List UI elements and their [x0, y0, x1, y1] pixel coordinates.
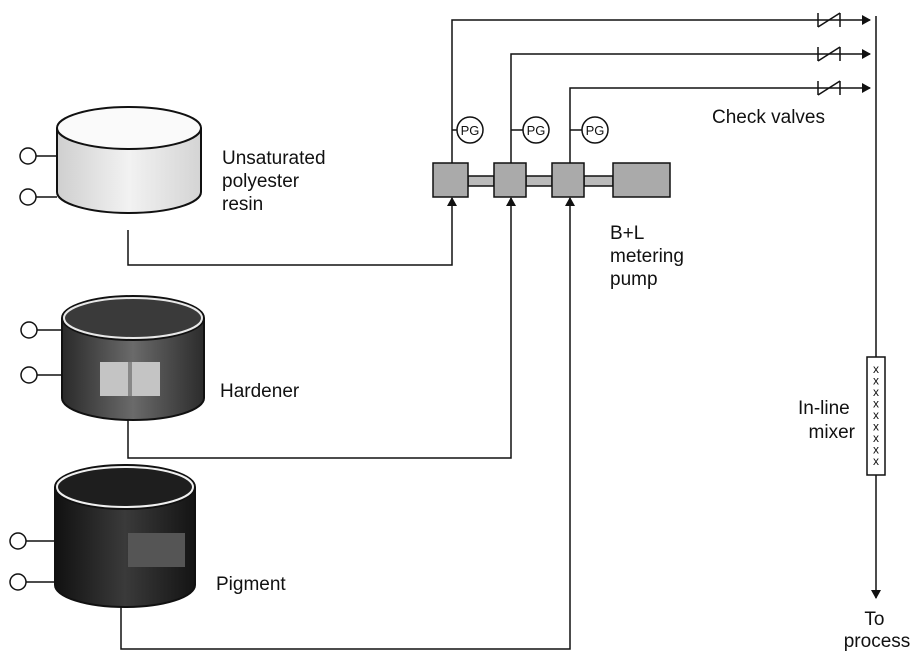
mixer-element-mark: x [873, 385, 879, 399]
pump-label: B+L metering pump [610, 223, 689, 290]
pump-head-2 [493, 162, 527, 198]
resin-tank [19, 106, 202, 214]
mixer-element-mark: x [873, 397, 879, 411]
hardener-label: Hardener [220, 381, 300, 402]
hardener-sensor-top-icon [20, 321, 38, 339]
pigment-sensor-bottom-icon [9, 573, 27, 591]
pigment-tank [9, 464, 196, 608]
mixer-element-mark: x [873, 443, 879, 457]
check-valve-1-icon [817, 12, 841, 28]
resin-sensor-bottom-icon [19, 188, 37, 206]
mixer-element-mark: x [873, 374, 879, 388]
svg-text:PG: PG [527, 123, 546, 138]
mixer-label: In-line mixer [798, 398, 856, 443]
hardener-sensor-bottom-icon [20, 366, 38, 384]
outlet-label: To process [844, 609, 911, 651]
check-valve-2-icon [817, 46, 841, 62]
resin-feed-line [127, 197, 457, 266]
hardener-tank [20, 295, 205, 421]
pigment-feed-line [120, 197, 575, 650]
resin-discharge-line [451, 15, 871, 163]
pump-head-3 [551, 162, 585, 198]
pressure-gauge-1: PG [452, 116, 484, 144]
resin-sensor-top-icon [19, 147, 37, 165]
pigment-sensor-top-icon [9, 532, 27, 550]
hardener-feed-line [127, 197, 516, 459]
svg-text:PG: PG [461, 123, 480, 138]
mixer-element-mark: x [873, 420, 879, 434]
pigment-label: Pigment [216, 574, 286, 595]
svg-text:PG: PG [586, 123, 605, 138]
pump-head-1 [432, 162, 469, 198]
pressure-gauge-3: PG [570, 116, 609, 144]
check-valves-label: Check valves [712, 107, 825, 128]
pressure-gauge-2: PG [511, 116, 550, 144]
check-valve-3-icon [817, 80, 841, 96]
pigment-discharge-line [569, 83, 871, 163]
hardener-discharge-line [510, 49, 871, 163]
pump-motor [612, 162, 671, 198]
mixer-element-mark: x [873, 408, 879, 422]
mixer-element-mark: x [873, 362, 879, 376]
resin-label: Unsaturated polyester resin [222, 148, 331, 215]
mixer-element-mark: x [873, 454, 879, 468]
mixer-element-mark: x [873, 431, 879, 445]
metering-pump [432, 162, 671, 198]
